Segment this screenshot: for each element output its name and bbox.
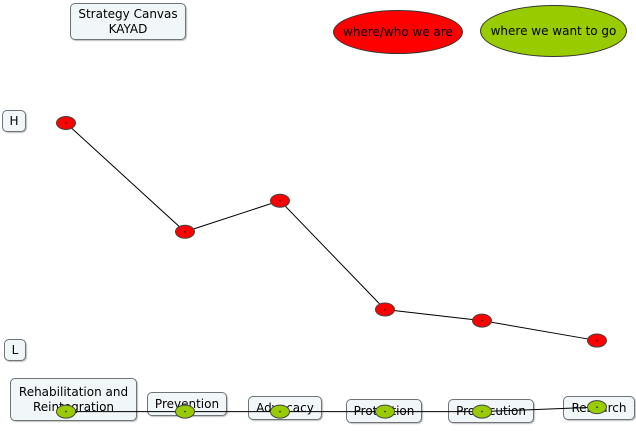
point-center-dot	[481, 319, 483, 322]
current-point-protection	[375, 302, 395, 317]
category-research: Research	[563, 396, 635, 420]
current-point-rehabilitation	[56, 116, 76, 130]
legend-target: where we want to go	[480, 5, 627, 57]
current-point-advocacy	[270, 193, 290, 208]
category-advocacy: Advocacy	[248, 396, 322, 420]
legend-target-label: where we want to go	[490, 24, 617, 38]
canvas-title: Strategy Canvas KAYAD	[70, 3, 186, 40]
point-center-dot	[184, 230, 186, 233]
point-center-dot	[65, 122, 67, 124]
category-protection: Protection	[346, 399, 422, 423]
current-point-prevention	[175, 224, 195, 239]
current-point-prosecution	[472, 313, 492, 328]
title-line-1: Strategy Canvas	[78, 6, 178, 21]
title-line-2: KAYAD	[108, 21, 148, 36]
point-center-dot	[279, 199, 281, 202]
axis-low-label: L	[4, 339, 26, 361]
category-label: Rehabilitation and Reintegration	[18, 384, 129, 414]
category-rehabilitation: Rehabilitation and Reintegration	[10, 378, 137, 421]
point-center-dot	[384, 308, 386, 311]
legend-current-label: where/who we are	[343, 25, 453, 39]
category-prosecution: Prosecution	[448, 399, 534, 423]
legend-current: where/who we are	[333, 10, 463, 54]
category-prevention: Prevention	[147, 392, 227, 416]
current-point-research	[587, 333, 607, 348]
axis-high-label: H	[2, 110, 26, 132]
series-current-line	[65, 122, 598, 342]
point-center-dot	[596, 339, 598, 342]
